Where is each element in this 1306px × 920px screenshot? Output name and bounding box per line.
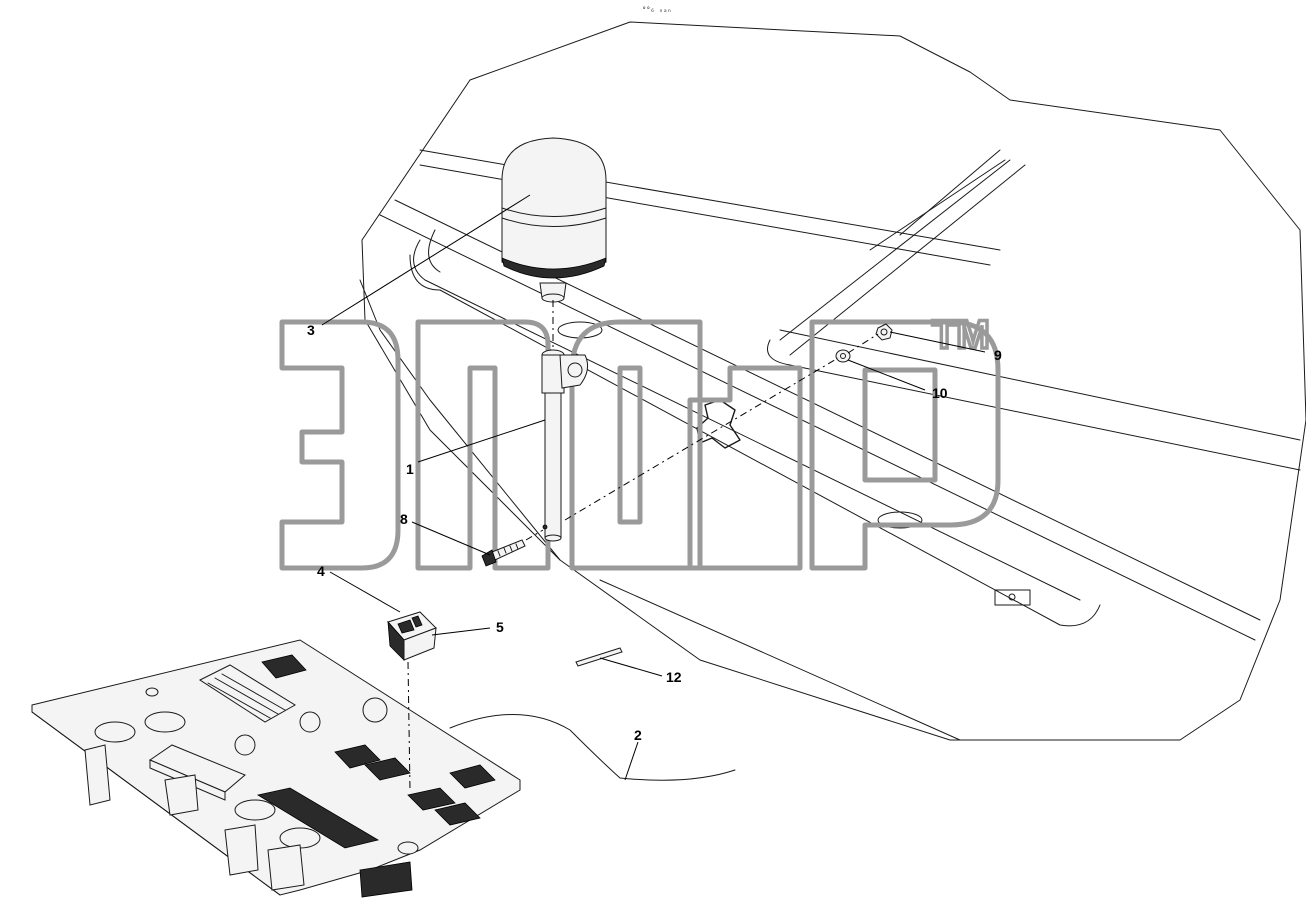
assembly-lines bbox=[407, 300, 879, 791]
leader-lines bbox=[321, 194, 986, 781]
trademark-symbol: TM bbox=[932, 313, 990, 357]
wire-harness bbox=[449, 714, 736, 781]
washer bbox=[835, 349, 851, 363]
callout-2: 2 bbox=[634, 727, 642, 743]
nut bbox=[875, 323, 893, 341]
header-text: °°₆ ₙₐₙ bbox=[642, 6, 672, 14]
callout-1: 1 bbox=[406, 461, 414, 477]
rocker-switch bbox=[387, 611, 437, 661]
callout-3: 3 bbox=[307, 322, 315, 338]
callout-8: 8 bbox=[400, 511, 408, 527]
pin bbox=[575, 647, 623, 667]
callout-5: 5 bbox=[496, 619, 504, 635]
bolt bbox=[481, 539, 526, 567]
callout-12: 12 bbox=[666, 669, 682, 685]
control-panel bbox=[31, 639, 521, 898]
callout-9: 9 bbox=[994, 347, 1002, 363]
callout-4: 4 bbox=[317, 563, 325, 579]
mast-tube bbox=[541, 349, 589, 542]
callout-labels: 3 1 8 4 5 9 10 12 2 bbox=[307, 322, 1002, 743]
watermark-logo: TM bbox=[279, 311, 1001, 571]
beacon-lamp bbox=[501, 137, 607, 303]
callout-10: 10 bbox=[932, 385, 948, 401]
